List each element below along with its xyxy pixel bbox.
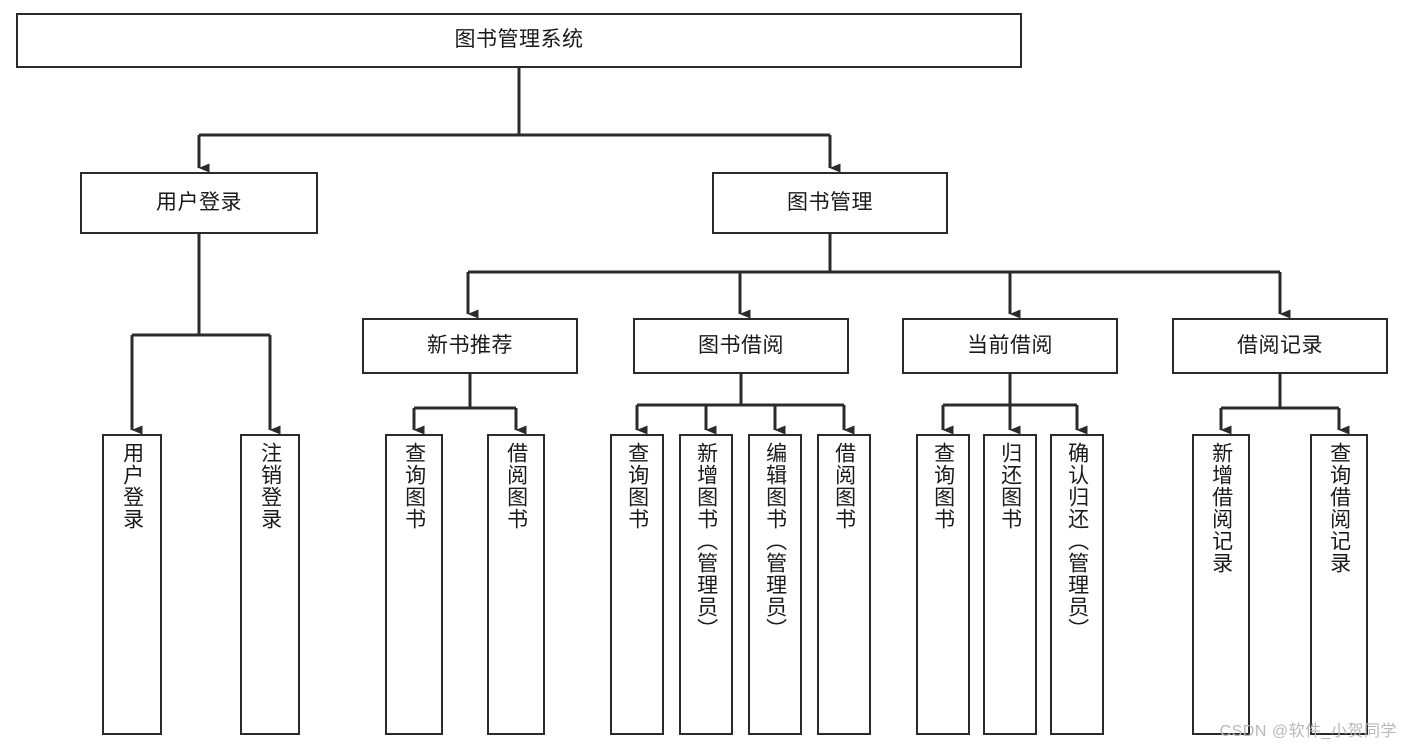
node-leaf-borrow-book-2-label: 借阅图书 [832,442,856,530]
node-leaf-logout[interactable]: 注销登录 [240,434,300,735]
node-new-book-recommend[interactable]: 新书推荐 [362,318,578,374]
node-root[interactable]: 图书管理系统 [16,13,1022,68]
node-current-borrow[interactable]: 当前借阅 [902,318,1118,374]
node-leaf-add-record-label: 新增借阅记录 [1209,442,1233,574]
node-leaf-borrow-book-1[interactable]: 借阅图书 [487,434,545,735]
node-leaf-add-record[interactable]: 新增借阅记录 [1192,434,1250,735]
node-borrow-record[interactable]: 借阅记录 [1172,318,1388,374]
node-leaf-add-book[interactable]: 新增图书（管理员） [679,434,733,735]
node-leaf-return-book[interactable]: 归还图书 [983,434,1037,735]
node-leaf-query-book-1-label: 查询图书 [402,442,426,530]
node-leaf-user-login-label: 用户登录 [120,442,144,530]
node-leaf-edit-book-label: 编辑图书（管理员） [763,442,787,640]
csdn-watermark: CSDN @软件_小贺同学 [1219,723,1397,740]
node-leaf-logout-label: 注销登录 [258,442,282,530]
node-new-book-recommend-label: 新书推荐 [427,333,513,357]
node-leaf-confirm-return-label: 确认归还（管理员） [1065,442,1089,640]
node-user-login[interactable]: 用户登录 [80,172,318,234]
node-book-borrow-label: 图书借阅 [698,333,784,357]
node-leaf-query-book-3-label: 查询图书 [931,442,955,530]
node-leaf-borrow-book-2[interactable]: 借阅图书 [817,434,871,735]
node-leaf-add-book-label: 新增图书（管理员） [694,442,718,640]
node-leaf-borrow-book-1-label: 借阅图书 [504,442,528,530]
node-leaf-confirm-return[interactable]: 确认归还（管理员） [1050,434,1104,735]
node-book-borrow[interactable]: 图书借阅 [633,318,849,374]
node-root-label: 图书管理系统 [454,28,584,52]
node-leaf-return-book-label: 归还图书 [998,442,1022,530]
node-book-manage[interactable]: 图书管理 [712,172,948,234]
node-leaf-query-book-3[interactable]: 查询图书 [916,434,970,735]
node-leaf-query-book-2[interactable]: 查询图书 [610,434,664,735]
node-leaf-query-record-label: 查询借阅记录 [1327,442,1351,574]
node-current-borrow-label: 当前借阅 [967,333,1053,357]
node-user-login-label: 用户登录 [156,190,242,214]
node-book-manage-label: 图书管理 [787,190,873,214]
node-leaf-query-record[interactable]: 查询借阅记录 [1310,434,1368,735]
node-leaf-edit-book[interactable]: 编辑图书（管理员） [748,434,802,735]
node-borrow-record-label: 借阅记录 [1237,333,1323,357]
node-leaf-user-login[interactable]: 用户登录 [102,434,162,735]
node-leaf-query-book-2-label: 查询图书 [625,442,649,530]
node-leaf-query-book-1[interactable]: 查询图书 [385,434,443,735]
